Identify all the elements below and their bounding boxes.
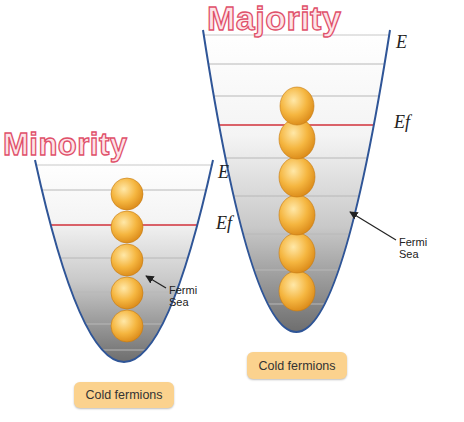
axis-label: E [396, 33, 407, 53]
energy-levels [30, 190, 220, 350]
majority-well [195, 30, 400, 332]
annotation: Fermi Sea [169, 284, 205, 308]
minority-well [30, 160, 220, 362]
group-title: Majority [207, 0, 341, 37]
box-text: Cold fermions [258, 359, 335, 373]
label-box: Cold fermions [247, 352, 346, 379]
level-label: Ef [394, 113, 410, 133]
energy-level [35, 165, 213, 166]
label-box: Cold fermions [74, 382, 173, 408]
group-title: Minority [3, 128, 128, 162]
fermion-stack [111, 178, 143, 342]
energy-levels [195, 64, 400, 304]
potential-well [35, 160, 213, 362]
box-text: Cold fermions [85, 388, 162, 402]
well-fill [203, 30, 390, 332]
potential-well [203, 30, 390, 332]
axis-label: E [218, 163, 229, 183]
leader-arrow [146, 276, 166, 288]
level-label: Ef [216, 214, 232, 234]
annotation: Fermi Sea [399, 236, 439, 260]
fermion-stack [279, 87, 315, 311]
leader-arrow [350, 212, 396, 240]
